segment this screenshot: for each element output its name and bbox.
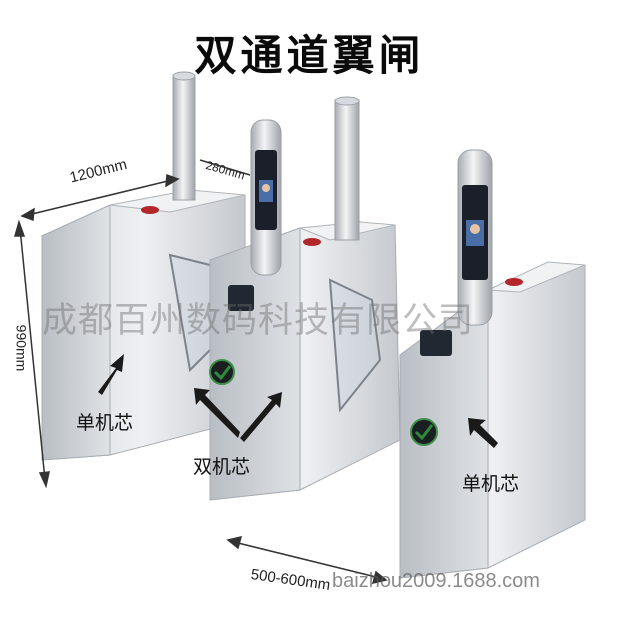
middle-post <box>334 99 360 241</box>
right-cabinet <box>399 261 586 579</box>
height-dimension: 990mm <box>13 324 30 372</box>
callout-arrows <box>98 354 498 448</box>
card-reader <box>228 285 254 311</box>
indicator-light-red <box>303 238 321 246</box>
single-core-label-right: 单机芯 <box>462 473 520 495</box>
single-core-label-left: 单机芯 <box>76 412 134 434</box>
product-title: 双通道翼闸 <box>194 31 425 80</box>
face-terminal-right <box>457 149 493 326</box>
company-watermark: 成都百州数码科技有限公司 <box>42 301 475 341</box>
face-terminal-left <box>250 119 282 276</box>
indicator-light-green <box>410 418 438 446</box>
indicator-light-red <box>141 206 159 214</box>
left-post <box>172 74 196 201</box>
indicator-light-green <box>209 359 235 385</box>
store-url-watermark: baizhou2009.1688.com <box>332 570 540 592</box>
indicator-light-red <box>505 278 523 286</box>
double-core-label: 双机芯 <box>193 456 251 478</box>
card-reader <box>420 330 452 356</box>
middle-wing-glass <box>328 278 382 413</box>
dimension-lines <box>14 159 388 585</box>
